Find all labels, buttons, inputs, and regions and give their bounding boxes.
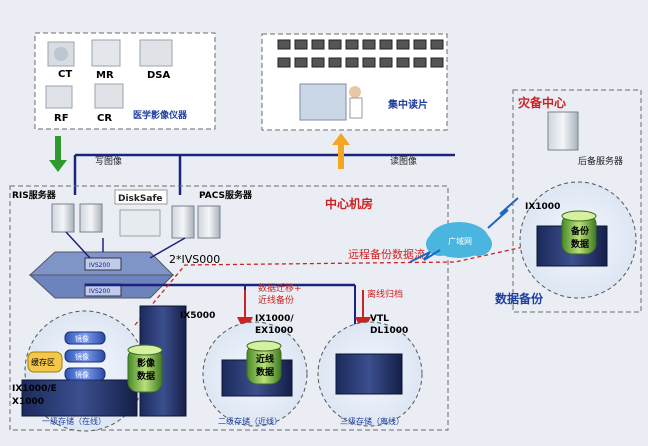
wan-label: 广域网 bbox=[448, 236, 472, 246]
dr-server-icon bbox=[547, 111, 579, 151]
migrate-label-1: 数据迁移+ bbox=[258, 282, 302, 294]
wan-link-right bbox=[487, 197, 519, 229]
vtl-label-2: DL1000 bbox=[370, 326, 408, 336]
cr-label: CR bbox=[97, 113, 112, 124]
wan-cloud: 广域网 bbox=[426, 222, 492, 258]
imaging-devices-label: 医学影像仪器 bbox=[133, 109, 188, 121]
dr-disk-label-2: 数据 bbox=[571, 238, 589, 250]
switch-platform: IVS200 IVS200 bbox=[28, 231, 186, 299]
mirror-block-1: 镜像 bbox=[75, 334, 89, 343]
vtl-device bbox=[335, 353, 403, 395]
central-room-label: 中心机房 bbox=[325, 196, 373, 211]
tier3-label: 三级存储（离线） bbox=[340, 416, 404, 426]
pacs-server: PACS服务器 bbox=[171, 189, 253, 239]
central-room-boundary bbox=[9, 185, 449, 431]
dr-ix1000-label: IX1000 bbox=[525, 202, 560, 212]
disksafe-box: DiskSafe bbox=[114, 189, 168, 237]
dr-center-boundary bbox=[512, 89, 642, 313]
ct-label: CT bbox=[58, 69, 72, 80]
nearline-disk-label-2: 数据 bbox=[256, 366, 274, 378]
monitor-wall bbox=[277, 39, 444, 68]
ix1000-left-label-2: X1000 bbox=[12, 397, 44, 407]
ivs-label: 2*IVS000 bbox=[169, 253, 220, 266]
ix5000-label: IX5000 bbox=[180, 311, 215, 321]
switch1-label: IVS200 bbox=[89, 262, 110, 269]
tier2-label: 二级存储（近线） bbox=[218, 416, 282, 426]
dr-center-title: 灾备中心 bbox=[518, 95, 566, 110]
nearline-model-label-1: IX1000/ bbox=[255, 314, 294, 324]
wan-link-left bbox=[409, 249, 441, 263]
vtl-label-1: VTL bbox=[370, 314, 389, 324]
image-data-label-2: 数据 bbox=[137, 370, 155, 382]
mirror-block-2: 镜像 bbox=[75, 352, 89, 361]
green-arrow-icon bbox=[49, 136, 67, 172]
disksafe-label: DiskSafe bbox=[118, 194, 162, 204]
image-data-label-1: 影像 bbox=[137, 357, 156, 369]
ris-server: RIS服务器 bbox=[12, 189, 103, 233]
migrate-label-2: 近线备份 bbox=[258, 294, 294, 306]
backup-server-label: 后备服务器 bbox=[578, 155, 623, 167]
image-bus bbox=[73, 153, 455, 195]
cache-label: 缓存区 bbox=[31, 357, 55, 367]
mr-label: MR bbox=[96, 70, 114, 81]
mirror-block-3: 镜像 bbox=[75, 370, 89, 379]
reading-label: 集中读片 bbox=[387, 98, 428, 111]
ix1000-left-label-1: IX1000/E bbox=[12, 384, 57, 394]
read-images-label: 读图像 bbox=[390, 155, 417, 167]
reading-room-box: 集中读片 bbox=[261, 33, 448, 131]
nearline-model-label-2: EX1000 bbox=[255, 326, 293, 336]
remote-backup-flow bbox=[134, 239, 556, 326]
rf-label: RF bbox=[54, 113, 69, 124]
ris-label: RIS服务器 bbox=[12, 189, 57, 201]
write-images-label: 写图像 bbox=[95, 155, 122, 167]
pacs-label: PACS服务器 bbox=[199, 189, 253, 201]
nearline-disk-label-1: 近线 bbox=[256, 353, 274, 365]
orange-arrow-icon bbox=[332, 133, 350, 169]
data-backup-label: 数据备份 bbox=[495, 291, 544, 306]
switch2-label: IVS200 bbox=[89, 288, 110, 295]
remote-backup-label: 远程备份数据流 bbox=[348, 247, 425, 261]
offline-archive-label: 离线归档 bbox=[367, 288, 403, 300]
tier1-label: 一级存储（在线） bbox=[42, 416, 106, 426]
imaging-devices-box: CT MR DSA RF CR 医学影像仪器 bbox=[34, 32, 216, 130]
dr-disk-label-1: 备份 bbox=[570, 225, 590, 237]
dsa-label: DSA bbox=[147, 70, 171, 81]
